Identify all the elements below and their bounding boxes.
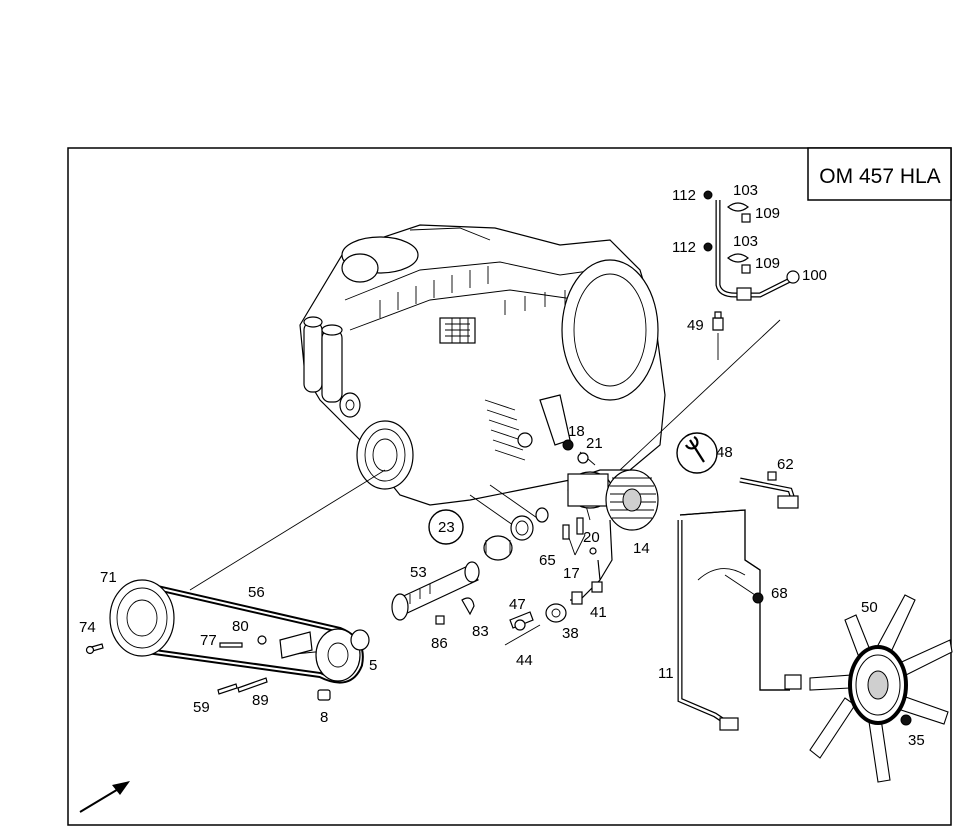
label-20: 20 xyxy=(583,529,600,546)
label-23: 23 xyxy=(438,519,455,536)
label-53: 53 xyxy=(410,564,427,581)
label-77: 77 xyxy=(200,632,217,649)
model-label-box: OM 457 HLA xyxy=(807,147,952,201)
label-50: 50 xyxy=(861,599,878,616)
label-71: 71 xyxy=(100,569,117,586)
label-103-a: 103 xyxy=(733,182,758,199)
label-41: 41 xyxy=(590,604,607,621)
drive-shaft xyxy=(391,561,480,621)
label-86: 86 xyxy=(431,635,448,652)
fan-shroud-brackets xyxy=(677,471,802,731)
label-112-a: 112 xyxy=(672,187,696,204)
drawing-border xyxy=(67,147,952,826)
direction-arrow-icon xyxy=(79,781,130,813)
label-44: 44 xyxy=(516,652,533,669)
label-109-b: 109 xyxy=(755,255,780,272)
label-5: 5 xyxy=(369,657,377,674)
label-109-a: 109 xyxy=(755,205,780,222)
part-labels: 112 103 109 112 103 109 100 49 48 18 21 … xyxy=(79,182,925,749)
label-35: 35 xyxy=(908,732,925,749)
belt-drive xyxy=(109,579,370,684)
label-100: 100 xyxy=(802,267,827,284)
label-103-b: 103 xyxy=(733,233,758,250)
label-56: 56 xyxy=(248,584,265,601)
label-83: 83 xyxy=(472,623,489,640)
label-8: 8 xyxy=(320,709,328,726)
label-11: 11 xyxy=(658,665,674,682)
label-18: 18 xyxy=(568,423,585,440)
label-21: 21 xyxy=(586,435,603,452)
cooling-fan xyxy=(809,594,953,783)
label-38: 38 xyxy=(562,625,579,642)
label-89: 89 xyxy=(252,692,269,709)
label-80: 80 xyxy=(232,618,249,635)
ref-circle-23 xyxy=(428,509,464,545)
label-17: 17 xyxy=(563,565,580,582)
label-14: 14 xyxy=(633,540,650,557)
label-68: 68 xyxy=(771,585,788,602)
label-112-b: 112 xyxy=(672,239,696,256)
label-62: 62 xyxy=(777,456,794,473)
oil-pipe-assembly xyxy=(703,190,800,331)
engine-block xyxy=(299,224,666,506)
label-65: 65 xyxy=(539,552,556,569)
label-74: 74 xyxy=(79,619,96,636)
label-48: 48 xyxy=(716,444,733,461)
model-label: OM 457 HLA xyxy=(819,165,940,188)
label-47: 47 xyxy=(509,596,526,613)
wrench-icon xyxy=(676,432,718,474)
fan-drive-hub xyxy=(567,469,659,531)
label-59: 59 xyxy=(193,699,210,716)
label-49: 49 xyxy=(687,317,704,334)
